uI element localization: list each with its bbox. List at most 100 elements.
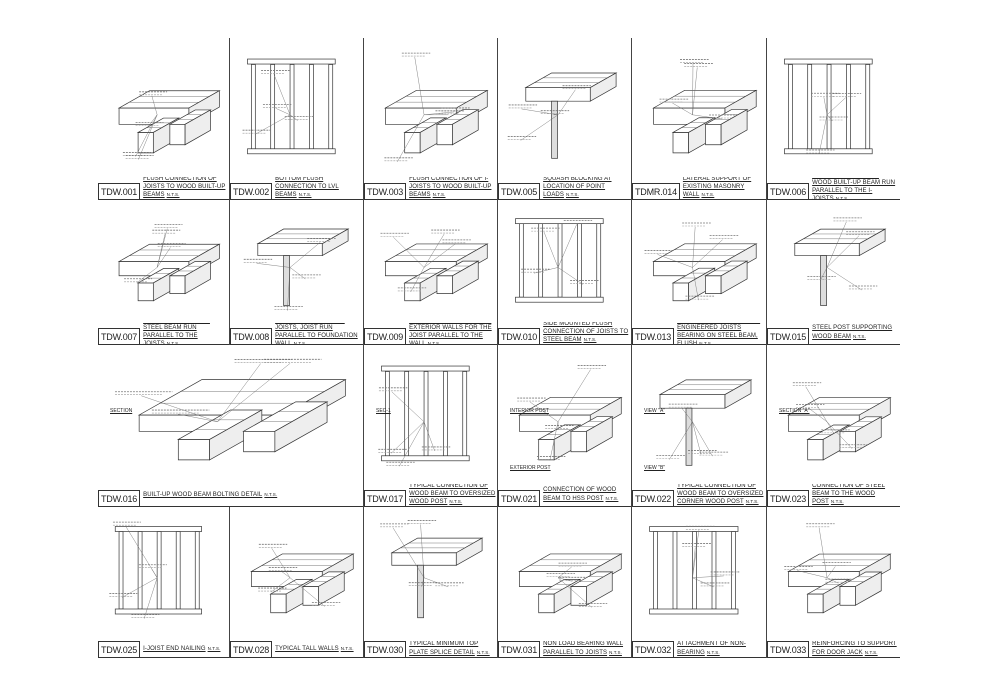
detail-title: CONNECTION OF STEEL BEAM TO THE WOOD POS…	[812, 484, 886, 506]
detail-tdw-009: TDW.009 LATERAL SUPPORT OF THE EXTERIOR …	[364, 200, 498, 345]
title-block: TDW.008 BLOCKING BETWEEN I-JOISTS, JOIST…	[230, 322, 363, 345]
detail-title: LATERAL SUPPORT OF THE EXTERIOR WALLS FO…	[409, 322, 492, 345]
stud	[251, 64, 256, 150]
annotation-note	[401, 52, 431, 115]
detail-tdw-003: TDW.003 FLUSH CONNECTION OF I-JOISTS TO …	[364, 38, 498, 200]
annotation-note	[557, 562, 587, 578]
annotation-note	[540, 110, 570, 115]
stud	[653, 531, 658, 610]
scale-note: N.T.S.	[427, 341, 441, 345]
scale-note: N.T.S.	[830, 499, 844, 505]
annotation-note	[682, 543, 711, 578]
beam	[793, 228, 887, 257]
bottom-plate	[649, 608, 739, 615]
annotation-note	[507, 114, 559, 141]
joist	[242, 401, 329, 453]
title-block: TDMR.014 LATERAL SUPPORT OF EXISTING MAS…	[632, 177, 766, 200]
joist	[168, 260, 212, 295]
annotation-note	[124, 267, 158, 283]
detail-id: TDW.009	[364, 328, 407, 344]
annotation-note	[692, 114, 738, 120]
detail-tdw-007: TDW.007 LATERAL BRACING OF STEEL BEAM RU…	[98, 200, 230, 345]
annotation-note	[521, 267, 559, 274]
annotation-note	[268, 567, 298, 578]
top-plate	[114, 526, 202, 532]
detail-drawing	[500, 509, 629, 634]
detail-title: TYPICAL CONNECTIONS OF ENGINEERED JOISTS…	[677, 322, 760, 345]
annotation-note	[407, 520, 437, 578]
detail-id: TDW.005	[498, 183, 541, 199]
stud	[846, 64, 851, 150]
stud	[194, 531, 200, 610]
annotation-note	[262, 103, 292, 115]
detail-drawing	[500, 347, 629, 483]
detail-drawing	[500, 40, 629, 176]
annotation-note	[384, 114, 425, 162]
title-block: TDW.010 SIDE MOUNTED FLUSH CONNECTION OF…	[498, 322, 631, 345]
annotation-note	[386, 421, 425, 467]
scale-note: N.T.S.	[565, 192, 579, 198]
annotation-note	[261, 70, 291, 115]
view-label: SEC-1	[376, 407, 391, 414]
stud	[289, 64, 295, 150]
joist	[704, 108, 749, 146]
annotation-note	[536, 421, 566, 461]
title-block: TDW.009 LATERAL SUPPORT OF THE EXTERIOR …	[364, 322, 497, 345]
stud	[731, 531, 736, 610]
annotation-note	[692, 571, 740, 578]
detail-title: LATERAL BRACING OF WOOD BUILT-UP BEAM RU…	[812, 177, 896, 200]
detail-title: FLUSH CONNECTION OF JOISTS TO WOOD BUILT…	[143, 177, 226, 199]
scale-note: N.T.S.	[166, 341, 180, 345]
annotation-note	[692, 421, 729, 457]
post	[283, 255, 290, 306]
detail-drawing	[634, 40, 764, 176]
annotation-note	[825, 577, 854, 584]
scale-note: N.T.S.	[609, 649, 622, 655]
detail-id: TDW.028	[230, 641, 273, 657]
detail-drawing	[769, 202, 898, 321]
annotation-note	[242, 114, 291, 135]
annotation-note	[131, 577, 160, 619]
detail-title: LATERAL SUPPORT OF EXISTING MASONRY WALL…	[682, 177, 752, 199]
detail-tdw-023: TDW.023 CONNECTION OF STEEL BEAM TO THE …	[767, 345, 900, 507]
annotation-note	[692, 235, 739, 268]
beam	[652, 243, 758, 277]
bottom-plate	[114, 608, 202, 615]
bottom-plate	[247, 148, 336, 155]
annotation-note	[810, 92, 840, 115]
stud	[788, 64, 793, 150]
detail-tdw-033: TDW.033 REINFORCING TO SUPPORT FOR DOOR …	[767, 507, 900, 658]
joist	[301, 571, 346, 606]
stud	[404, 371, 410, 457]
title-block: TDW.017 TYPICAL CONNECTION OF WOOD BEAM …	[364, 484, 497, 507]
title-block: TDW.013 TYPICAL CONNECTIONS OF ENGINEERE…	[632, 322, 766, 345]
detail-drawing	[500, 202, 629, 321]
detail-tdw-022: TDW.022 TYPICAL CONNECTION OF WOOD BEAM …	[632, 345, 767, 507]
stud	[328, 64, 334, 150]
top-plate	[247, 58, 336, 65]
joist	[838, 416, 883, 453]
top-plate	[784, 58, 873, 65]
annotation-note	[806, 114, 835, 155]
joist	[435, 109, 480, 146]
view-label: SECTION "A"	[779, 407, 810, 414]
scale-note: N.T.S.	[605, 495, 619, 501]
detail-drawing	[100, 202, 227, 321]
beam	[658, 379, 753, 409]
stud	[807, 64, 813, 150]
scale-note: N.T.S.	[864, 649, 878, 655]
scale-note: N.T.S.	[706, 649, 720, 655]
scale-note: N.T.S.	[583, 337, 597, 343]
stud	[577, 223, 582, 298]
annotation-note	[378, 387, 425, 422]
annotation-note	[378, 421, 425, 454]
